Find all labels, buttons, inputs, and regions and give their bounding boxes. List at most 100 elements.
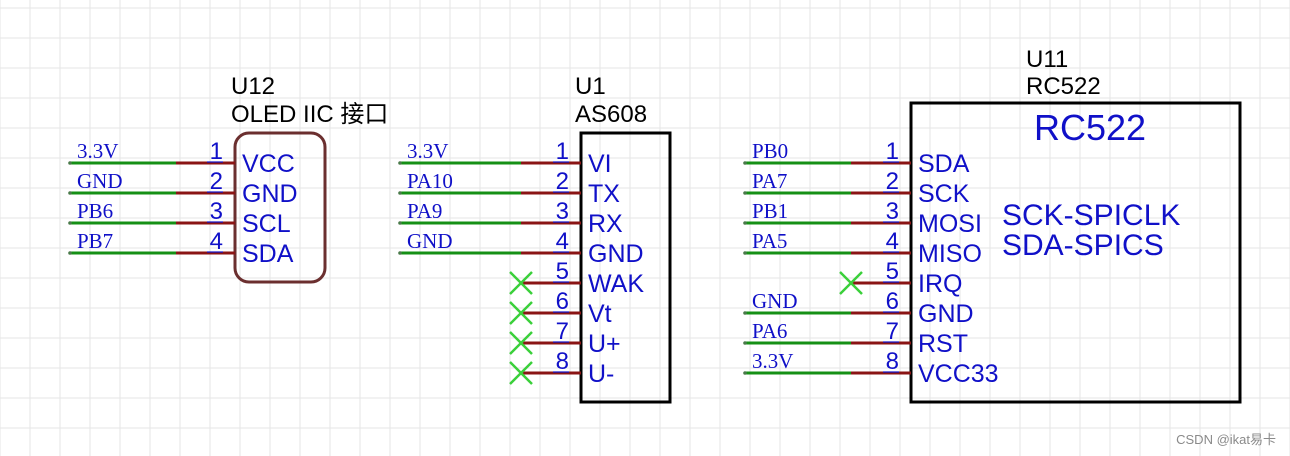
pin-number: 8 <box>886 348 899 375</box>
net-label: PA5 <box>752 229 787 253</box>
pin-name: MISO <box>918 240 982 268</box>
pin-number: 4 <box>556 228 569 255</box>
pin-number: 7 <box>886 318 899 345</box>
net-label: PB6 <box>77 199 113 223</box>
wire-end-dot <box>68 251 72 255</box>
u12-ref-designator: U12 <box>231 73 275 100</box>
pin-name: VCC33 <box>918 360 999 388</box>
u11-pin-8: 8 VCC33 3.3V <box>743 348 999 388</box>
u11-note-sck: SCK-SPICLK <box>1002 199 1180 232</box>
u1-pin-8: 8 U- <box>509 348 614 388</box>
u11-pin-5: 5 IRQ <box>839 258 962 298</box>
wire-end-dot <box>68 221 72 225</box>
u12-pin-3: 3 SCL PB6 <box>68 198 291 238</box>
no-connect-icon <box>509 331 533 355</box>
u1-value-label: AS608 <box>575 101 647 128</box>
pin-name: GND <box>918 300 974 328</box>
u12-body <box>233 131 327 284</box>
u1-pin-4: 4 GND GND <box>398 228 644 268</box>
u12-value-label: OLED IIC 接口 <box>231 101 388 128</box>
u1-body <box>579 131 672 404</box>
pin-number: 1 <box>886 138 899 165</box>
pin-number: 6 <box>556 288 569 315</box>
net-label: GND <box>407 229 453 253</box>
pin-name: SDA <box>242 240 294 268</box>
net-label: 3.3V <box>77 139 118 163</box>
pin-number: 4 <box>210 228 223 255</box>
pin-name: VI <box>588 150 612 178</box>
pin-name: GND <box>588 240 644 268</box>
pin-number: 2 <box>886 168 899 195</box>
pin-number: 3 <box>886 198 899 225</box>
pin-name: RX <box>588 210 623 238</box>
u11-pin-1: 1 SDA PB0 <box>743 138 970 178</box>
pin-number: 7 <box>556 318 569 345</box>
wire-end-dot <box>398 251 402 255</box>
wire-end-dot <box>68 191 72 195</box>
net-label: PA6 <box>752 319 787 343</box>
pin-name: MOSI <box>918 210 982 238</box>
no-connect-icon <box>509 271 533 295</box>
no-connect-icon <box>839 271 863 295</box>
pin-name: U+ <box>588 330 621 358</box>
wire-end-dot <box>743 341 747 345</box>
no-connect-icon <box>509 301 533 325</box>
watermark: CSDN @ikat易卡 <box>1176 432 1276 447</box>
pin-name: SDA <box>918 150 970 178</box>
net-label: PA7 <box>752 169 787 193</box>
wire-end-dot <box>743 191 747 195</box>
wire-end-dot <box>398 221 402 225</box>
wire-end-dot <box>398 161 402 165</box>
u11-pin-4: 4 MISO PA5 <box>743 228 982 268</box>
pin-number: 3 <box>210 198 223 225</box>
u11-note-sda: SDA-SPICS <box>1002 229 1164 262</box>
pin-number: 2 <box>210 168 223 195</box>
wire-end-dot <box>398 191 402 195</box>
pin-number: 8 <box>556 348 569 375</box>
pin-number: 6 <box>886 288 899 315</box>
u11-value-label: RC522 <box>1026 73 1101 100</box>
net-label: 3.3V <box>752 349 793 373</box>
u11-pin-2: 2 SCK PA7 <box>743 168 970 208</box>
pin-name: VCC <box>242 150 295 178</box>
pin-name: TX <box>588 180 620 208</box>
u1-pin-2: 2 TX PA10 <box>398 168 620 208</box>
wire-end-dot <box>743 311 747 315</box>
net-label: PB7 <box>77 229 113 253</box>
pin-name: WAK <box>588 270 644 298</box>
u12-pin-4: 4 SDA PB7 <box>68 228 294 268</box>
u1-pin-7: 7 U+ <box>509 318 621 358</box>
pin-number: 4 <box>886 228 899 255</box>
u1-ref-designator: U1 <box>575 73 606 100</box>
net-label: PB0 <box>752 139 788 163</box>
pin-name: U- <box>588 360 614 388</box>
net-label: GND <box>752 289 798 313</box>
wire-end-dot <box>68 161 72 165</box>
pin-name: IRQ <box>918 270 962 298</box>
pin-name: SCK <box>918 180 970 208</box>
net-label: 3.3V <box>407 139 448 163</box>
u11-pin-6: 6 GND GND <box>743 288 974 328</box>
net-label: PA10 <box>407 169 453 193</box>
wire-end-dot <box>743 251 747 255</box>
u11-ref-designator: U11 <box>1026 46 1068 73</box>
pin-number: 3 <box>556 198 569 225</box>
pin-name: SCL <box>242 210 291 238</box>
pin-number: 2 <box>556 168 569 195</box>
pin-number: 5 <box>886 258 899 285</box>
